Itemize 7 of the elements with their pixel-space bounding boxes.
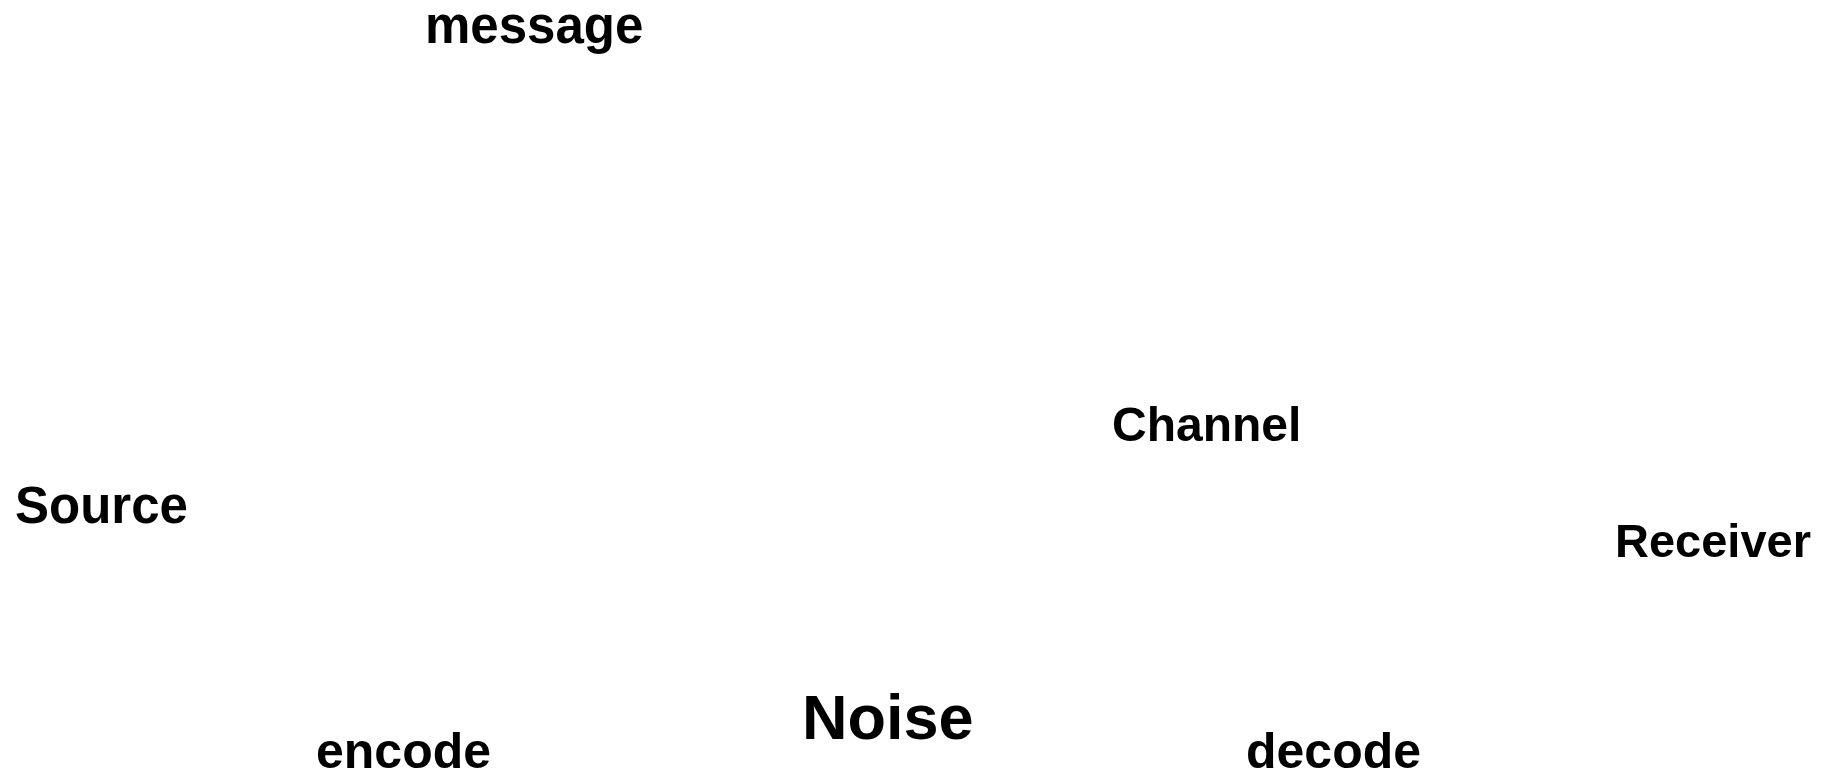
diagram-label: Receiver [1615, 515, 1811, 567]
diagram-label: Noise [802, 683, 974, 753]
diagram-label: decode [1246, 724, 1422, 779]
diagram-label: message [425, 0, 644, 55]
diagram-label: Source [15, 478, 188, 535]
diagram-label: encode [316, 724, 492, 779]
diagram-label: Channel [1112, 399, 1302, 452]
